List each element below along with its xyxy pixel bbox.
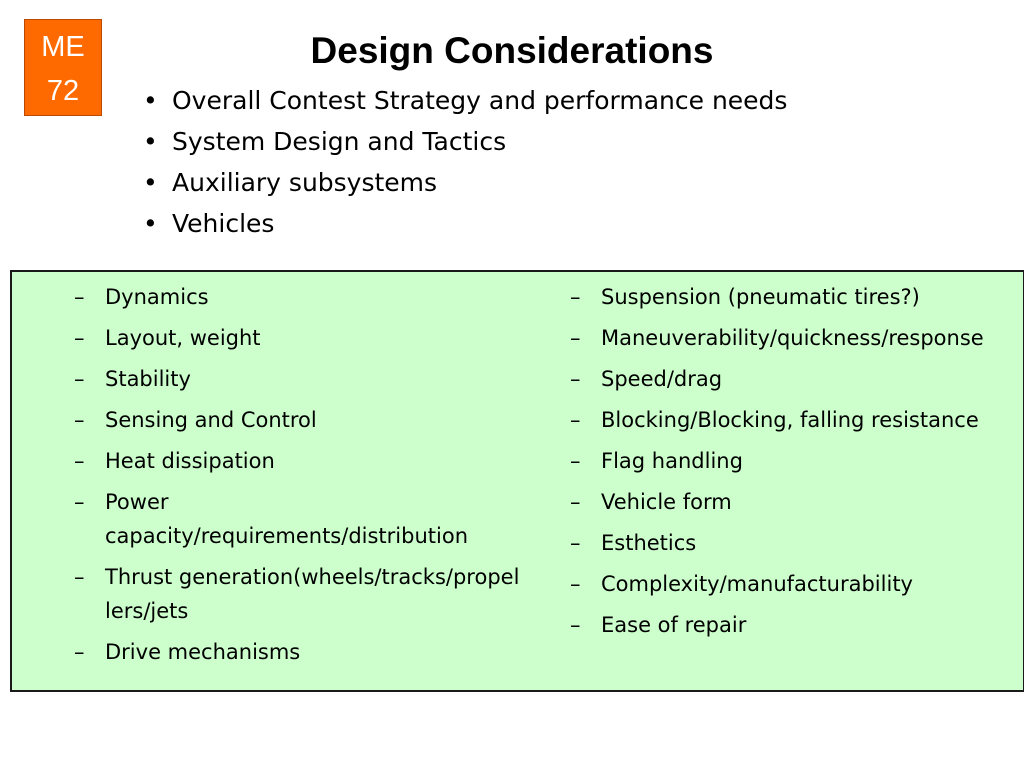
main-bullet-list: Overall Contest Strategy and performance…	[140, 80, 787, 244]
sub-list-item: Heat dissipation	[72, 444, 525, 478]
sub-list-item: Vehicle form	[568, 485, 1011, 519]
bullet-item: Overall Contest Strategy and performance…	[140, 80, 787, 121]
badge-line-2: 72	[46, 75, 80, 107]
bullet-item: Vehicles	[140, 203, 787, 244]
sub-list-item: Power capacity/requirements/distribution	[72, 485, 525, 553]
course-badge: ME 72	[24, 19, 102, 116]
vehicle-considerations-panel: Dynamics Layout, weight Stability Sensin…	[10, 270, 1024, 692]
sub-list-item: Layout, weight	[72, 321, 525, 355]
sub-list-item: Esthetics	[568, 526, 1011, 560]
sub-list-item: Dynamics	[72, 280, 525, 314]
right-sub-list: Suspension (pneumatic tires?) Maneuverab…	[568, 280, 1023, 649]
sub-list-item: Maneuverability/quickness/response	[568, 321, 1011, 355]
bullet-item: Auxiliary subsystems	[140, 162, 787, 203]
slide-title: Design Considerations	[310, 30, 714, 71]
sub-list-item: Complexity/manufacturability	[568, 567, 1011, 601]
sub-list-item: Blocking/Blocking, falling resistance	[568, 403, 1011, 437]
bullet-item: System Design and Tactics	[140, 121, 787, 162]
sub-list-item: Sensing and Control	[72, 403, 525, 437]
sub-list-item: Drive mechanisms	[72, 635, 525, 669]
sub-list-item: Suspension (pneumatic tires?)	[568, 280, 1011, 314]
sub-list-item: Flag handling	[568, 444, 1011, 478]
sub-list-item: Ease of repair	[568, 608, 1011, 642]
left-sub-list: Dynamics Layout, weight Stability Sensin…	[72, 280, 532, 676]
badge-line-1: ME	[41, 31, 85, 63]
sub-list-item: Speed/drag	[568, 362, 1011, 396]
sub-list-item: Stability	[72, 362, 525, 396]
sub-list-item: Thrust generation(wheels/tracks/propelle…	[72, 560, 525, 628]
